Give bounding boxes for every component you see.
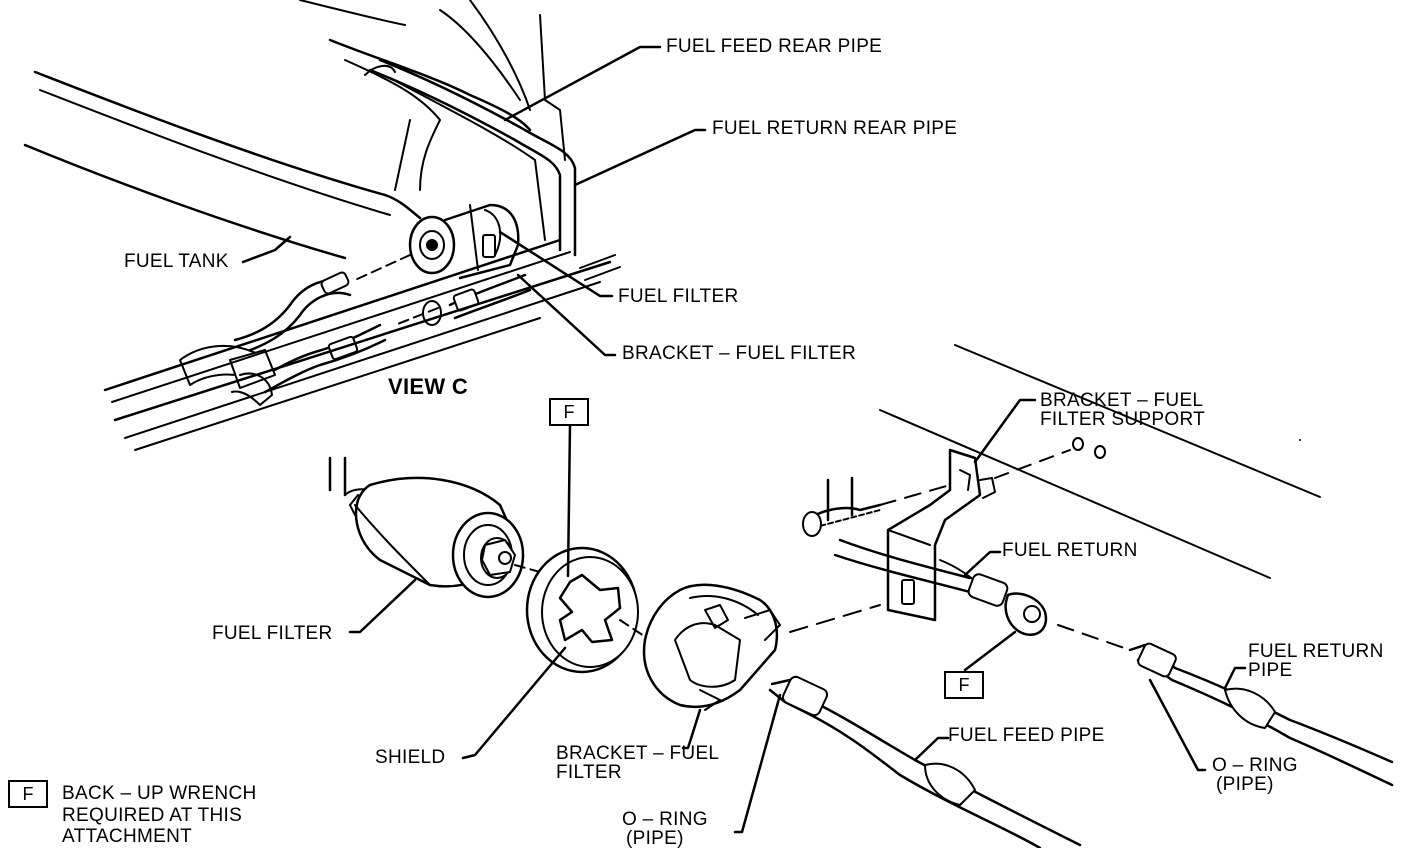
exploded-filter-assembly xyxy=(328,344,1394,848)
bracket-support-label-line2: FILTER SUPPORT xyxy=(1040,409,1206,430)
oring-right-label-line1: O – RING xyxy=(1212,755,1298,776)
fuel-feed-pipe-label: FUEL FEED PIPE xyxy=(948,725,1105,746)
fuel-feed-rear-pipe-label: FUEL FEED REAR PIPE xyxy=(666,36,883,57)
legend-line3: ATTACHMENT xyxy=(62,826,193,847)
shield-label: SHIELD xyxy=(375,747,446,768)
oring-bottom-label-line2: (PIPE) xyxy=(626,828,684,849)
oring-bottom-label-line1: O – RING xyxy=(622,809,708,830)
bracket-fuel-filter-label-line1: BRACKET – FUEL xyxy=(556,743,720,764)
fuel-return-label: FUEL RETURN xyxy=(1002,540,1138,561)
fuel-filter-label: FUEL FILTER xyxy=(212,623,333,644)
leader-lines xyxy=(241,45,1247,834)
view-c-illustration xyxy=(23,0,621,451)
legend-marker: F xyxy=(8,780,48,808)
view-c-title: VIEW C xyxy=(388,374,469,399)
backup-wrench-marker-top: F xyxy=(549,398,589,426)
bracket-support-label-line1: BRACKET – FUEL xyxy=(1040,390,1204,411)
fuel-return-pipe-label-line2: PIPE xyxy=(1248,660,1293,681)
bracket-fuel-filter-label-line2: FILTER xyxy=(556,762,622,783)
bracket-fuel-filter-top-label: BRACKET – FUEL FILTER xyxy=(622,343,857,364)
legend-line1: BACK – UP WRENCH xyxy=(62,783,257,804)
backup-wrench-marker-right: F xyxy=(944,671,984,699)
oring-right-label-line2: (PIPE) xyxy=(1216,774,1274,795)
fuel-return-pipe-label-line1: FUEL RETURN xyxy=(1248,641,1384,662)
fuel-tank-label: FUEL TANK xyxy=(124,251,229,272)
fuel-filter-top-label: FUEL FILTER xyxy=(618,286,739,307)
legend-line2: REQUIRED AT THIS xyxy=(62,805,243,826)
fuel-return-rear-pipe-label: FUEL RETURN REAR PIPE xyxy=(712,118,958,139)
